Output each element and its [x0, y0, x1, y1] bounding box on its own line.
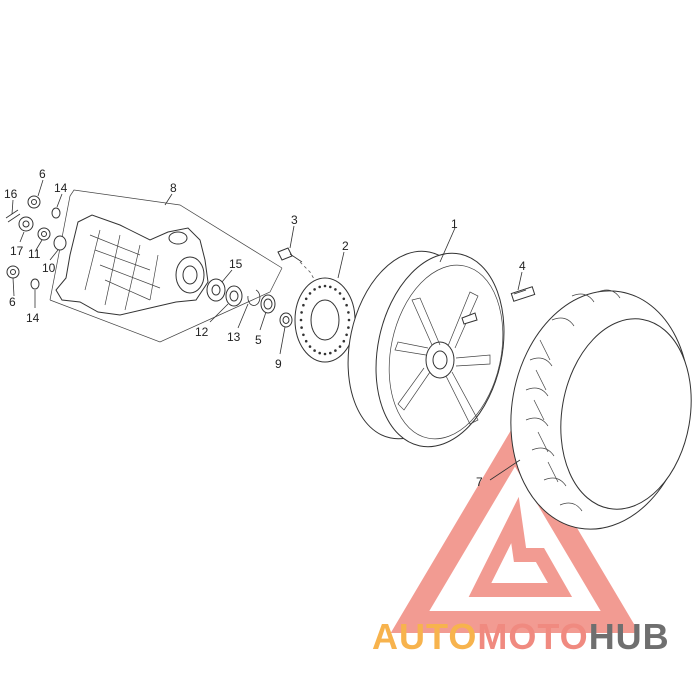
- disc-hole: [334, 288, 337, 291]
- disc-hole: [300, 326, 303, 329]
- callout-11: 11: [28, 247, 41, 261]
- disc-hole: [334, 349, 337, 352]
- disc-hole: [338, 292, 342, 295]
- callout-9: 9: [275, 357, 282, 371]
- callout-13: 13: [227, 330, 241, 344]
- bearing-12: [225, 285, 243, 307]
- valve-4: [510, 286, 536, 302]
- disc-hole: [318, 285, 322, 289]
- leader-lines: [11, 179, 523, 481]
- disc-hole: [347, 326, 350, 329]
- ring-5: [260, 294, 276, 314]
- disc-hole: [304, 297, 308, 301]
- disc-hole: [323, 284, 327, 288]
- brake-disc-2: [294, 277, 356, 363]
- callout-15: 15: [229, 257, 243, 271]
- disc-hole: [347, 311, 350, 314]
- callout-labels: 1 2 3 4 5 6 6 7 8 9 10 11 12 13 14 14 15…: [4, 167, 526, 489]
- callout-4: 4: [519, 259, 526, 273]
- watermark: AUTOMOTOHUB: [372, 616, 670, 657]
- nut-11: [37, 227, 51, 241]
- callout-5: 5: [255, 333, 262, 347]
- wheel-rim-1: [347, 250, 505, 448]
- washer-14-bottom: [30, 278, 40, 290]
- disc-hole: [323, 352, 327, 356]
- watermark-logo-shape: [390, 423, 640, 633]
- washer-14-top: [51, 207, 61, 219]
- callout-14-bottom: 14: [26, 311, 40, 325]
- nut-6-bottom: [6, 265, 20, 279]
- circlip-13: [247, 289, 261, 306]
- tyre-7: [510, 289, 692, 530]
- disc-bolt-3: [277, 247, 303, 263]
- callout-10: 10: [42, 261, 56, 275]
- spacer-9: [279, 312, 293, 328]
- disc-hole: [329, 285, 332, 289]
- watermark-hub: HUB: [589, 616, 670, 657]
- disc-hole: [308, 345, 312, 348]
- callout-8: 8: [170, 181, 177, 195]
- watermark-text: AUTOMOTOHUB: [372, 616, 670, 657]
- disc-hole: [313, 349, 316, 352]
- disc-hole: [345, 333, 348, 337]
- nut-17: [18, 216, 34, 232]
- callout-12: 12: [195, 325, 209, 339]
- callout-1: 1: [451, 217, 458, 231]
- callout-7: 7: [476, 475, 483, 489]
- split-pin-16: [5, 209, 21, 223]
- disc-hole: [304, 339, 308, 343]
- watermark-auto: AUTO: [372, 616, 477, 657]
- callout-14-top: 14: [54, 181, 68, 195]
- spacer-10: [53, 235, 67, 251]
- callout-17: 17: [10, 244, 24, 258]
- disc-hole: [345, 303, 348, 307]
- disc-hole: [300, 311, 303, 314]
- nut-6-top: [27, 195, 41, 209]
- disc-hole: [299, 318, 303, 322]
- callout-16: 16: [4, 187, 18, 201]
- wheel-hub-casting: [55, 214, 209, 316]
- disc-hole: [308, 292, 312, 295]
- callout-3: 3: [291, 213, 298, 227]
- watermark-moto: MOTO: [477, 616, 588, 657]
- disc-hole: [313, 288, 316, 291]
- disc-hole: [342, 339, 346, 343]
- disc-hole: [329, 351, 332, 355]
- disc-hole: [347, 318, 351, 322]
- disc-hole: [342, 297, 346, 301]
- callout-6-bottom: 6: [9, 295, 16, 309]
- oil-seal-15: [206, 278, 226, 302]
- disc-hole: [302, 303, 305, 307]
- callout-2: 2: [342, 239, 349, 253]
- disc-hole: [302, 333, 305, 337]
- disc-hole: [318, 351, 322, 355]
- callout-6-top: 6: [39, 167, 46, 181]
- disc-hole: [338, 345, 342, 348]
